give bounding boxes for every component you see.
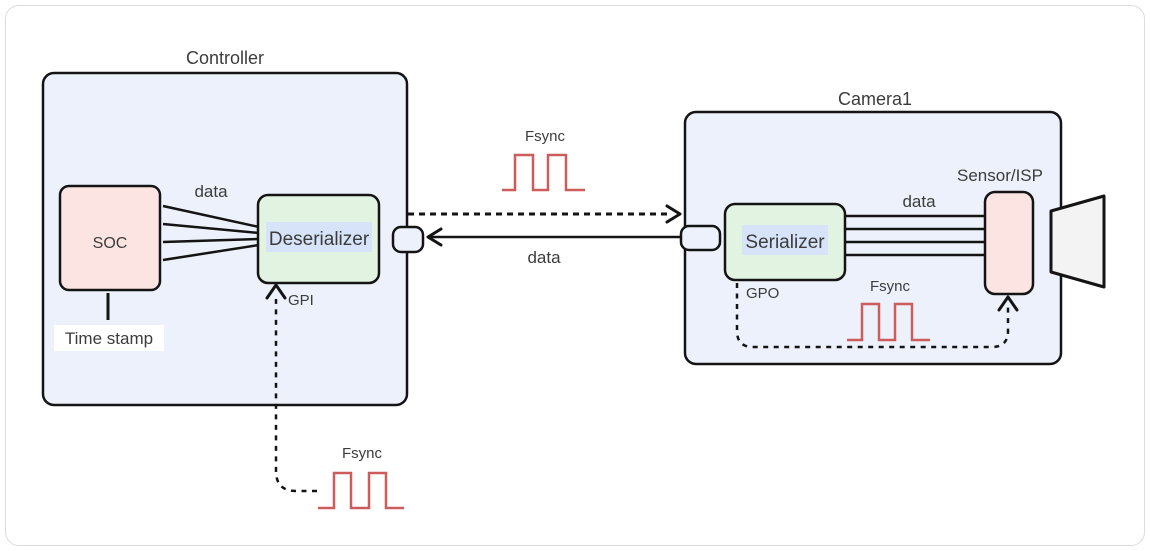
data-lane-3	[162, 237, 260, 244]
soc-chip	[58, 184, 162, 292]
fsync-label-gpi: Fsync	[342, 445, 383, 462]
fsync-label-camera: Fsync	[870, 278, 911, 295]
data-label-link: data	[527, 248, 561, 267]
fsync-link-arrowhead-icon	[665, 204, 682, 224]
gpo-arrowhead-icon	[997, 295, 1019, 312]
serializer-sensor-data-lines	[846, 214, 984, 257]
controller-link-port	[391, 225, 425, 254]
timestamp-label: Time stamp	[65, 329, 153, 348]
data-lane-1	[162, 204, 260, 229]
serializer-label: Serializer	[745, 232, 825, 253]
gpi-arrowhead-icon	[265, 283, 287, 300]
deserializer-label: Deserializer	[269, 229, 370, 250]
fsync-wave-gpi-icon	[318, 471, 404, 510]
gpo-label: GPO	[746, 285, 779, 302]
timestamp-label-bg	[54, 325, 164, 351]
camera-title: Camera1	[838, 89, 912, 109]
gpi-label: GPI	[288, 292, 314, 309]
gpo-wire	[735, 283, 1010, 349]
sensor-isp-chip	[983, 190, 1035, 296]
deserializer-label-highlight	[266, 222, 372, 252]
camera-link-port	[679, 224, 722, 252]
outer-border	[5, 5, 1145, 546]
sensor-isp-label: Sensor/ISP	[957, 166, 1043, 185]
controller-title: Controller	[186, 48, 264, 68]
fsync-label-link: Fsync	[525, 128, 566, 145]
fsync-wave-link-icon	[502, 153, 585, 192]
data-link-arrowhead-icon	[426, 227, 443, 247]
data-label-camera: data	[902, 192, 936, 211]
soc-deserializer-data-lines	[162, 204, 260, 262]
data-lane-2	[162, 222, 260, 235]
data-label-controller: data	[194, 182, 228, 201]
data-lane-4	[162, 243, 260, 262]
soc-label: SOC	[93, 235, 128, 252]
gpi-wire	[274, 299, 317, 493]
fsync-wave-camera-icon	[847, 302, 930, 342]
camera-lens-icon	[1049, 194, 1106, 289]
serializer-label-highlight	[742, 225, 828, 255]
